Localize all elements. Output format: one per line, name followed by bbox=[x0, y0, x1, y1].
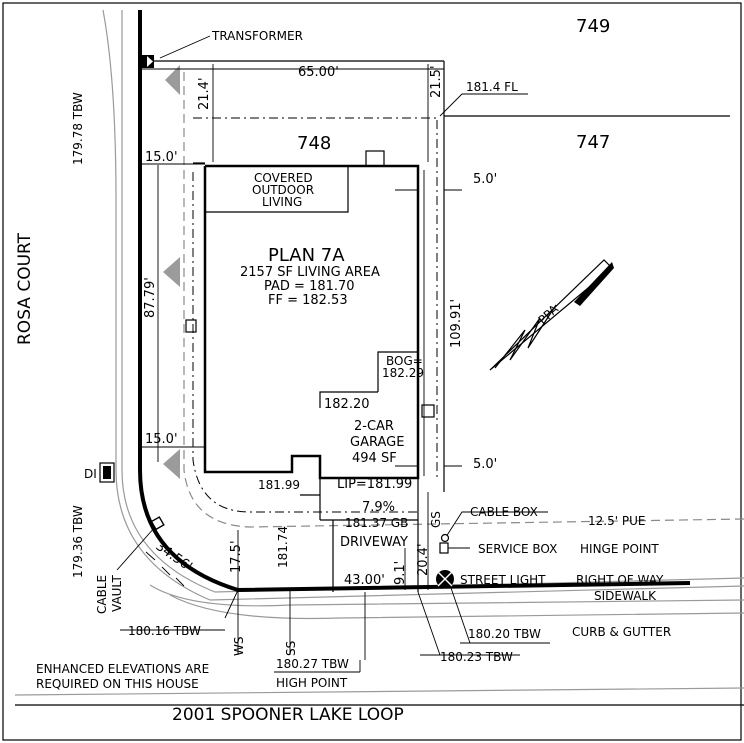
pue-label: 12.5' PUE bbox=[588, 514, 645, 528]
tbw-180-16: 180.16 TBW bbox=[128, 624, 201, 638]
corner-arc-ticks bbox=[145, 551, 185, 587]
gs-label: GS bbox=[429, 511, 443, 528]
plan-living-area: 2157 SF LIVING AREA bbox=[240, 265, 380, 280]
service-box-label: SERVICE BOX bbox=[478, 542, 557, 556]
tbw-180-23: 180.23 TBW bbox=[440, 650, 513, 664]
enhanced-note-line-2: REQUIRED ON THIS HOUSE bbox=[36, 677, 199, 691]
plan-ff-elevation: FF = 182.53 bbox=[268, 293, 348, 308]
enhanced-note-line-1: ENHANCED ELEVATIONS ARE bbox=[36, 662, 209, 676]
covered-outdoor-line-3: LIVING bbox=[262, 195, 302, 209]
tbw-179-36: 179.36 TBW bbox=[71, 505, 85, 578]
dim-setback-b: 21.5' bbox=[429, 65, 444, 98]
dim-drive-9-1: 9.1' bbox=[393, 561, 408, 585]
elevation-181-74: 181.74 bbox=[276, 526, 290, 568]
dim-side-west-bottom: 15.0' bbox=[145, 432, 178, 447]
dim-side-east-bottom: 5.0' bbox=[473, 457, 497, 472]
tbw-180-27: 180.27 TBW bbox=[276, 657, 349, 671]
plan-pad-elevation: PAD = 181.70 bbox=[264, 279, 355, 294]
cable-box-label: CABLE BOX bbox=[470, 505, 538, 519]
high-point-label: HIGH POINT bbox=[276, 676, 348, 690]
dim-frontage: 43.00' bbox=[344, 573, 385, 588]
garage-line-2: GARAGE bbox=[350, 435, 404, 450]
street-light-icon bbox=[436, 570, 454, 588]
cable-vault-icon bbox=[150, 516, 165, 531]
elevation-181-99: 181.99 bbox=[258, 478, 300, 492]
dim-depth-east: 109.91' bbox=[449, 299, 464, 348]
ws-label: WS bbox=[232, 637, 246, 656]
curb-gutter-label: CURB & GUTTER bbox=[572, 625, 671, 639]
transformer-icon bbox=[140, 55, 154, 68]
cable-box-icon bbox=[440, 533, 450, 543]
dim-setback-a: 21.4' bbox=[197, 77, 212, 110]
tbw-180-20: 180.20 TBW bbox=[468, 627, 541, 641]
hinge-point-label: HINGE POINT bbox=[580, 542, 659, 556]
elevation-182-20: 182.20 bbox=[324, 397, 370, 412]
driveway-slope: 7.9% bbox=[362, 500, 395, 515]
garage-lip: LIP=181.99 bbox=[337, 477, 412, 492]
lot-749-label: 749 bbox=[576, 16, 610, 37]
dim-side-east-top: 5.0' bbox=[473, 172, 497, 187]
bog-label-2: 182.29 bbox=[382, 366, 424, 380]
sidewalk-label: SIDEWALK bbox=[594, 589, 657, 603]
street-name-south: 2001 SPOONER LAKE LOOP bbox=[172, 705, 404, 725]
street-light-label: STREET LIGHT bbox=[460, 573, 546, 587]
elevation-gb: 181.37 GB bbox=[345, 516, 408, 530]
transformer-label: TRANSFORMER bbox=[211, 29, 303, 43]
lot-748-label: 748 bbox=[297, 133, 331, 154]
garage-line-1: 2-CAR bbox=[354, 419, 394, 434]
right-of-way-label: RIGHT OF WAY bbox=[576, 573, 664, 587]
ss-label: SS bbox=[284, 641, 298, 656]
dim-side-west-top: 15.0' bbox=[145, 150, 178, 165]
tbw-179-78: 179.78 TBW bbox=[71, 92, 85, 165]
cable-vault-label-1: CABLE bbox=[95, 575, 109, 614]
garage-area: 494 SF bbox=[352, 451, 397, 466]
di-label: DI bbox=[84, 467, 97, 481]
cable-vault-label-2: VAULT bbox=[110, 575, 124, 612]
service-box-icon bbox=[439, 542, 449, 554]
dim-front-17-5: 17.5' bbox=[229, 540, 244, 573]
north-arrow-icon bbox=[489, 259, 614, 371]
elevation-fl: 181.4 FL bbox=[466, 80, 518, 94]
covered-outdoor-line-1: COVERED bbox=[254, 171, 313, 185]
drain-inlet-icon bbox=[99, 462, 115, 483]
plan-name: PLAN 7A bbox=[268, 245, 345, 266]
driveway-label: DRIVEWAY bbox=[340, 535, 408, 550]
lot-747-label: 747 bbox=[576, 132, 610, 153]
dim-width-top: 65.00' bbox=[298, 65, 339, 80]
street-name-west: ROSA COURT bbox=[15, 232, 35, 345]
dim-drive-20-4: 20.4' bbox=[416, 543, 431, 576]
dim-depth-west: 87.79' bbox=[143, 277, 158, 318]
covered-outdoor-line-2: OUTDOOR bbox=[252, 183, 314, 197]
bog-label-1: BOG= bbox=[386, 354, 423, 368]
